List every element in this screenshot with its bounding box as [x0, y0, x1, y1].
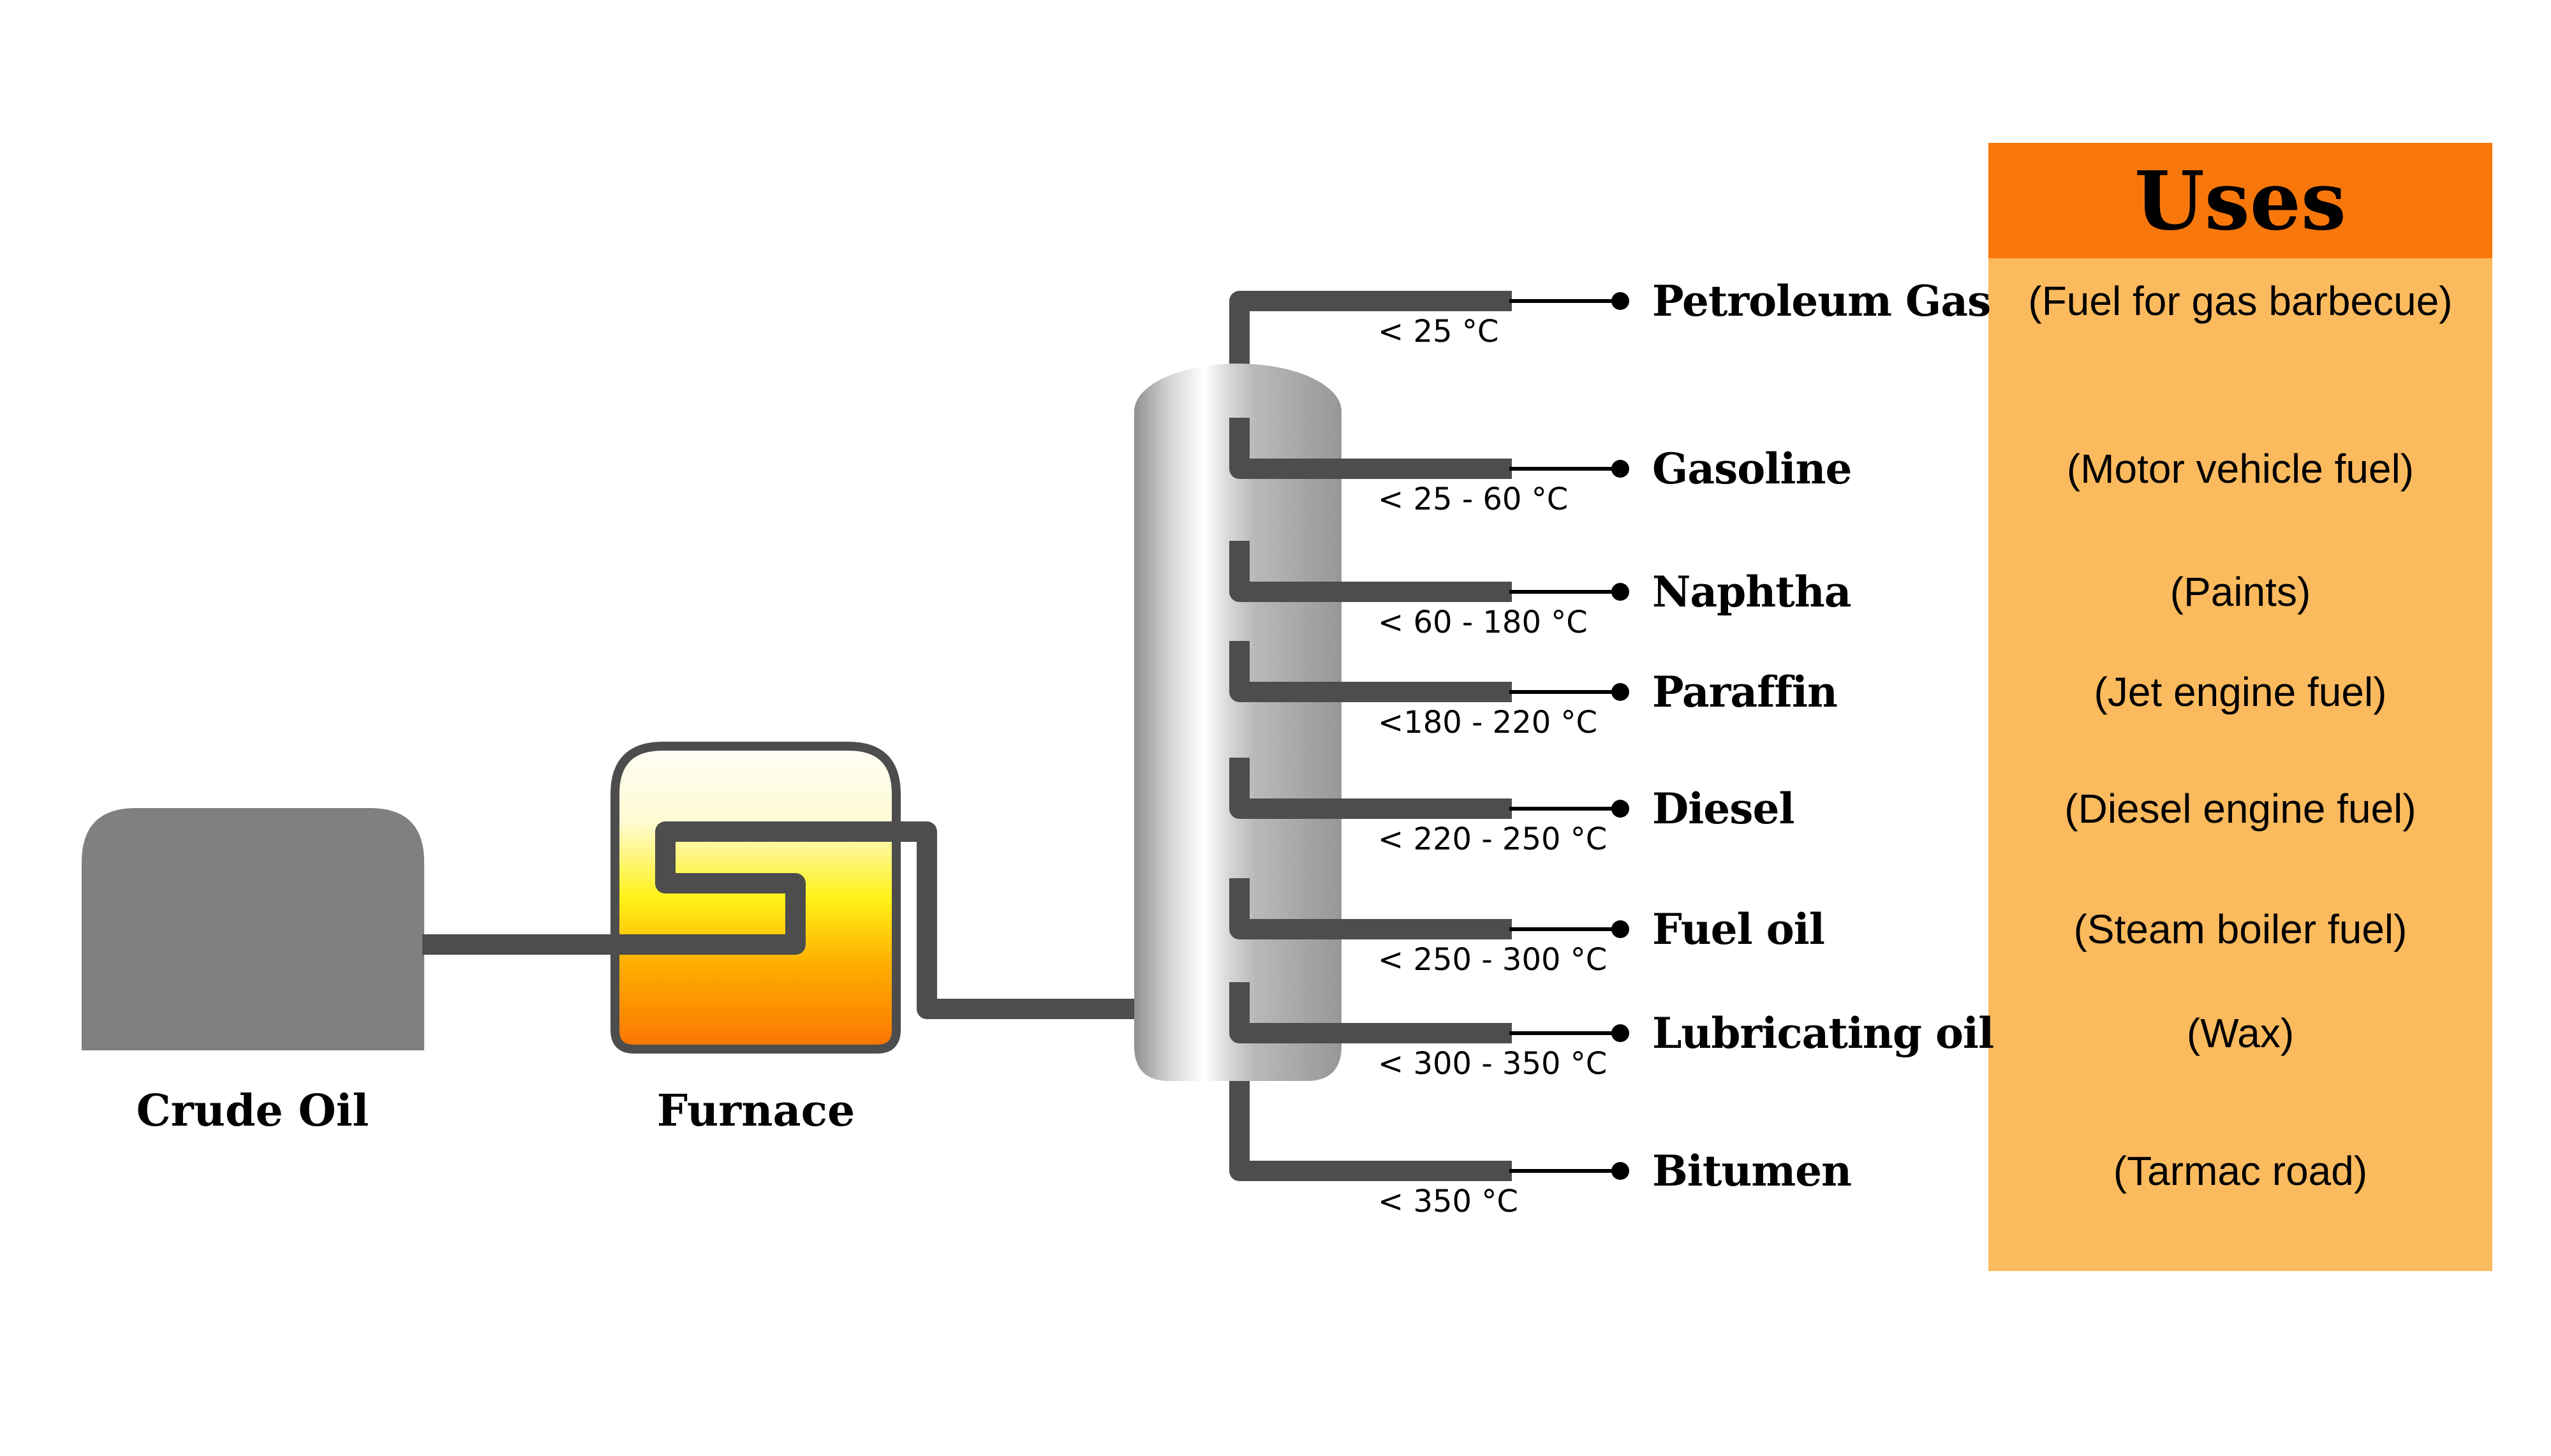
fraction-name-gasoline: Gasoline — [1652, 444, 1852, 494]
outlet-pipe-diesel — [1229, 758, 1512, 819]
pointer-dot-naphtha — [1611, 583, 1629, 601]
crude-feed-pipe — [422, 821, 1139, 1019]
uses-panel-body — [1988, 258, 2492, 1271]
pointer-dot-paraffin — [1611, 683, 1629, 701]
pointer-dot-bitumen — [1611, 1162, 1629, 1180]
outlet-pipe-fuel-oil — [1229, 878, 1512, 939]
fraction-temp-diesel: < 220 - 250 °C — [1378, 821, 1608, 857]
outlet-pipe-bitumen — [1229, 1059, 1512, 1181]
outlet-pipe-naphtha — [1229, 541, 1512, 602]
uses-title: Uses — [2134, 153, 2346, 248]
fraction-use-bitumen: (Tarmac road) — [2113, 1148, 2368, 1194]
fraction-temp-paraffin: <180 - 220 °C — [1378, 705, 1598, 740]
pointer-dot-lubricating-oil — [1611, 1024, 1629, 1042]
fraction-name-paraffin: Paraffin — [1652, 667, 1838, 717]
outlet-pipe-paraffin — [1229, 641, 1512, 702]
fraction-temp-gasoline: < 25 - 60 °C — [1378, 482, 1569, 517]
fraction-use-gasoline: (Motor vehicle fuel) — [2066, 446, 2414, 492]
fraction-name-fuel-oil: Fuel oil — [1652, 904, 1825, 954]
fraction-temp-fuel-oil: < 250 - 300 °C — [1378, 942, 1608, 978]
fraction-use-lubricating-oil: (Wax) — [2186, 1010, 2295, 1056]
fraction-use-petroleum-gas: (Fuel for gas barbecue) — [2028, 278, 2453, 324]
pointer-dot-diesel — [1611, 800, 1629, 818]
fraction-temp-naphtha: < 60 - 180 °C — [1378, 605, 1588, 640]
distillation-column — [1134, 364, 1342, 1081]
fraction-use-fuel-oil: (Steam boiler fuel) — [2073, 906, 2407, 952]
crude-oil-label: Crude Oil — [136, 1085, 369, 1136]
fraction-name-naphtha: Naphtha — [1652, 567, 1851, 617]
furnace-label: Furnace — [656, 1085, 855, 1136]
pointer-dot-fuel-oil — [1611, 920, 1629, 938]
fraction-temp-lubricating-oil: < 300 - 350 °C — [1378, 1046, 1608, 1082]
pointer-dot-petroleum-gas — [1611, 292, 1629, 310]
outlet-pipe-gasoline — [1229, 418, 1512, 479]
fraction-name-petroleum-gas: Petroleum Gas — [1652, 276, 1991, 326]
fraction-name-bitumen: Bitumen — [1652, 1146, 1852, 1196]
fraction-temp-petroleum-gas: < 25 °C — [1378, 314, 1499, 349]
outlet-pipe-lubricating-oil — [1229, 982, 1512, 1043]
fraction-use-diesel: (Diesel engine fuel) — [2064, 786, 2416, 832]
fraction-name-diesel: Diesel — [1652, 784, 1795, 834]
uses-panel-header: Uses — [1988, 143, 2492, 258]
furnace-body — [610, 742, 901, 1054]
fraction-use-paraffin: (Jet engine fuel) — [2094, 669, 2387, 715]
fraction-name-lubricating-oil: Lubricating oil — [1652, 1008, 1994, 1058]
fraction-use-naphtha: (Paints) — [2170, 569, 2311, 615]
crude-oil-tank — [82, 808, 424, 1050]
fraction-temp-bitumen: < 350 °C — [1378, 1184, 1518, 1219]
pointer-dot-gasoline — [1611, 460, 1629, 478]
